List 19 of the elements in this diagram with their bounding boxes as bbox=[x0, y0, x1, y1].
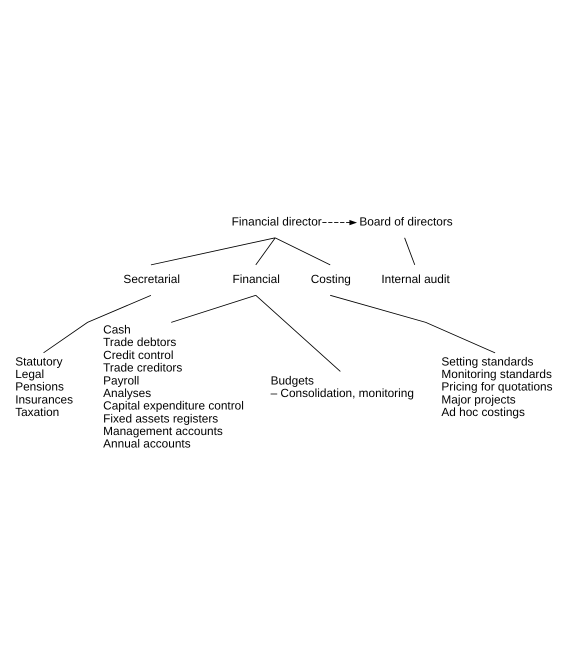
connector bbox=[43, 294, 152, 353]
connector bbox=[170, 294, 256, 322]
connector bbox=[255, 236, 276, 265]
node-text: Board of directors bbox=[359, 214, 453, 228]
connector bbox=[330, 294, 496, 353]
node-text: Internal audit bbox=[381, 272, 450, 286]
connector bbox=[404, 236, 416, 265]
connector bbox=[274, 236, 331, 265]
node-text: Setting standards Monitoring standards Pricing for quotations Major projects Ad hoc costings bbox=[441, 354, 553, 418]
node-text: Secretarial bbox=[123, 272, 180, 286]
arrow bbox=[322, 219, 358, 225]
node-text: Budgets – Consolidation, monitoring bbox=[270, 372, 414, 400]
connector bbox=[150, 236, 276, 265]
node-text: Cash Trade debtors Credit control Trade creditors Payroll Analyses Capital expenditure control Fixed assets registers Management accounts Annual accounts bbox=[103, 322, 244, 450]
node-text: Statutory Legal Pensions Insurances Taxation bbox=[15, 354, 74, 418]
connector bbox=[255, 294, 341, 372]
node-text: Costing bbox=[310, 272, 351, 286]
node-text: Financial director bbox=[232, 214, 322, 228]
node-text: Financial bbox=[232, 272, 280, 286]
